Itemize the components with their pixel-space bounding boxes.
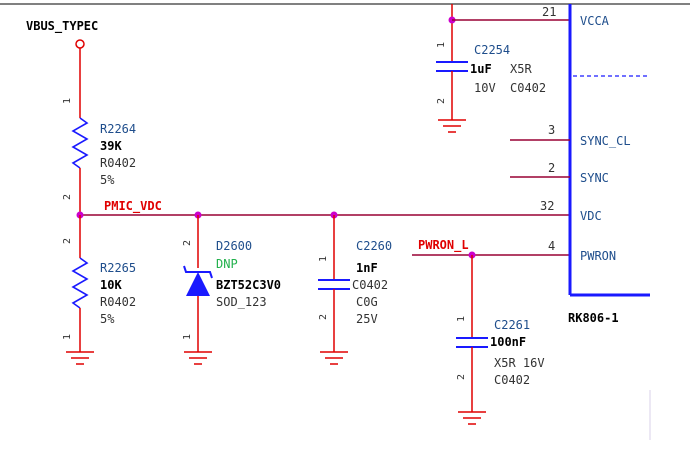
c2254-dielectric: X5R: [510, 62, 532, 76]
c2261-footprint: C0402: [494, 373, 530, 387]
r2264-tolerance: 5%: [100, 173, 115, 187]
r2265-tolerance: 5%: [100, 312, 115, 326]
chip-pin-number: 2: [548, 161, 555, 175]
c2261-pin1-number: 1: [456, 316, 467, 322]
ground-symbol-c2261: [458, 411, 486, 425]
ground-symbol-r2265: [66, 351, 94, 365]
ground-symbol-c2260: [320, 351, 348, 365]
r2264-ref: R2264: [100, 122, 136, 136]
chip-pin-sync-cl: 3 SYNC_CL: [510, 123, 631, 148]
d2600-dnp-status: DNP: [216, 257, 238, 271]
chip-pin-name: SYNC_CL: [580, 134, 631, 148]
chip-pin-name: VDC: [580, 209, 602, 223]
r2265-resistor-symbol: [71, 257, 89, 309]
c2261-ref: C2261: [494, 318, 530, 332]
c2261-pin2-number: 2: [456, 374, 467, 380]
r2265-value: 10K: [100, 278, 122, 292]
c2254-value: 1uF: [470, 62, 492, 76]
chip-pin-number: 21: [542, 5, 556, 19]
r2264-pin1-number: 1: [62, 98, 73, 104]
net-label-vbus: VBUS_TYPEC: [26, 19, 98, 34]
d2600-ref: D2600: [216, 239, 252, 253]
chip-pin-number: 32: [540, 199, 554, 213]
chip-pin-pwron: 4 PWRON: [548, 239, 616, 263]
c2260-dielectric: C0G: [356, 295, 378, 309]
chip-pin-name: VCCA: [580, 14, 610, 28]
c2254-voltage: 10V: [474, 81, 496, 95]
r2265-pin2-number: 2: [62, 238, 73, 244]
c2260-voltage: 25V: [356, 312, 378, 326]
chip-pin-vdc: 32 VDC: [540, 199, 602, 223]
chip-pin-number: 4: [548, 239, 555, 253]
r2264-value: 39K: [100, 139, 122, 153]
d2600-diode-triangle: [186, 272, 210, 296]
net-label-pwron-l: PWRON_L: [418, 238, 469, 253]
r2265-ref: R2265: [100, 261, 136, 275]
r2264-pin2-number: 2: [62, 194, 73, 200]
d2600-part-number: BZT52C3V0: [216, 278, 281, 292]
d2600-package: SOD_123: [216, 295, 267, 309]
chip-pin-vcca: 21 VCCA: [542, 5, 610, 28]
vbus-port-symbol: [75, 39, 85, 49]
c2260-footprint: C0402: [352, 278, 388, 292]
net-label-pmic-vdc: PMIC_VDC: [104, 199, 162, 214]
ground-symbol-c2254: [438, 119, 466, 133]
chip-pin-name: PWRON: [580, 249, 616, 263]
chip-pin-name: SYNC: [580, 171, 609, 185]
c2260-value: 1nF: [356, 261, 378, 275]
c2254-pin2-number: 2: [436, 98, 447, 104]
r2265-footprint: R0402: [100, 295, 136, 309]
c2260-pin2-number: 2: [318, 314, 329, 320]
c2261-value: 100nF: [490, 335, 526, 349]
r2264-resistor-symbol: [71, 117, 89, 169]
ground-symbol-d2600: [184, 351, 212, 365]
rk806-chip-body: [568, 4, 650, 297]
c2261-dielectric-voltage: X5R 16V: [494, 356, 545, 370]
r2264-footprint: R0402: [100, 156, 136, 170]
chip-name-label: RK806-1: [568, 311, 619, 325]
c2254-pin1-number: 1: [436, 42, 447, 48]
r2265-pin1-number: 1: [62, 334, 73, 340]
c2260-pin1-number: 1: [318, 256, 329, 262]
c2254-ref: C2254: [474, 43, 510, 57]
chip-pin-number: 3: [548, 123, 555, 137]
c2260-ref: C2260: [356, 239, 392, 253]
chip-pin-sync: 2 SYNC: [510, 161, 609, 185]
d2600-zener-bar: [183, 265, 213, 279]
d2600-pin1-number: 1: [182, 334, 193, 340]
d2600-pin2-number: 2: [182, 240, 193, 246]
c2254-footprint: C0402: [510, 81, 546, 95]
